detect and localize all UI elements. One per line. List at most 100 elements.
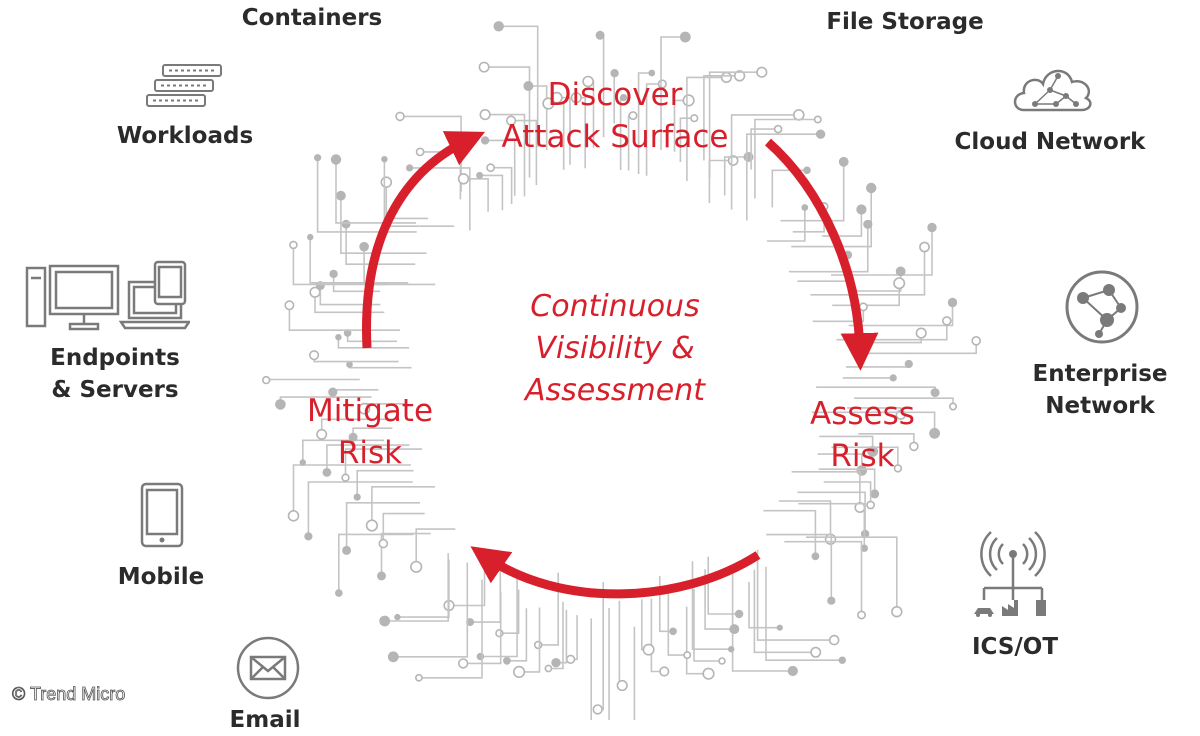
circuit-node bbox=[892, 607, 902, 617]
circuit-trace bbox=[846, 364, 909, 367]
circuit-trace bbox=[348, 333, 397, 341]
circuit-node bbox=[669, 628, 677, 636]
circuit-node bbox=[863, 220, 872, 229]
server-stack-icon bbox=[145, 62, 225, 112]
circuit-trace bbox=[806, 537, 897, 612]
circuit-node bbox=[816, 130, 825, 139]
circuit-trace bbox=[619, 601, 622, 686]
step-assess-line-2: Risk bbox=[790, 435, 935, 477]
circuit-trace bbox=[837, 321, 947, 340]
step-mitigate-line-1: Mitigate bbox=[290, 390, 450, 432]
cloud-network-icon bbox=[1010, 60, 1094, 116]
circuit-node bbox=[811, 648, 820, 657]
ics-ot-antenna-icon bbox=[970, 530, 1060, 620]
circuit-trace bbox=[357, 471, 413, 497]
circuit-node bbox=[406, 164, 413, 171]
circuit-node bbox=[307, 234, 313, 240]
circuit-trace bbox=[766, 535, 831, 601]
circuit-trace bbox=[382, 534, 431, 576]
circuit-node bbox=[394, 614, 400, 620]
step-discover-line-2: Attack Surface bbox=[470, 116, 760, 158]
label-cloud-network: Cloud Network bbox=[945, 126, 1155, 158]
circuit-node bbox=[310, 351, 319, 360]
circuit-node bbox=[314, 154, 321, 161]
circuit-node bbox=[359, 242, 369, 252]
circuit-trace bbox=[519, 608, 539, 672]
circuit-trace bbox=[598, 582, 604, 709]
circuit-node bbox=[477, 653, 485, 661]
circuit-node bbox=[617, 681, 627, 691]
circuit-trace bbox=[464, 179, 489, 212]
circuit-node bbox=[289, 511, 299, 521]
step-assess: Assess Risk bbox=[790, 393, 935, 477]
circuit-node bbox=[551, 658, 560, 667]
circuit-node bbox=[972, 337, 980, 345]
circuit-node bbox=[331, 154, 341, 164]
circuit-trace bbox=[582, 618, 592, 720]
circuit-node bbox=[381, 177, 391, 187]
circuit-trace bbox=[733, 573, 793, 671]
circuit-node bbox=[335, 334, 341, 340]
circuit-trace bbox=[338, 337, 409, 348]
circuit-node bbox=[487, 164, 494, 171]
circuit-trace bbox=[779, 501, 831, 539]
circuit-node bbox=[290, 241, 297, 248]
circuit-node bbox=[896, 267, 906, 277]
label-file-storage: File Storage bbox=[815, 6, 995, 38]
computers-icon bbox=[25, 260, 190, 335]
circuit-node bbox=[379, 616, 390, 627]
circuit-node bbox=[459, 174, 469, 184]
circuit-trace bbox=[315, 292, 384, 312]
circuit-node bbox=[377, 571, 386, 580]
circuit-node bbox=[396, 112, 404, 120]
circuit-node bbox=[920, 242, 929, 251]
circuit-node bbox=[788, 666, 798, 676]
circuit-trace bbox=[499, 590, 518, 634]
circuit-trace bbox=[491, 168, 512, 204]
step-assess-line-1: Assess bbox=[790, 393, 935, 435]
circuit-node bbox=[476, 172, 483, 179]
circuit-node bbox=[684, 652, 690, 658]
circuit-node bbox=[593, 705, 602, 714]
arrow-mitigate-to-discover bbox=[367, 140, 468, 348]
circuit-node bbox=[479, 62, 488, 71]
circuit-node bbox=[866, 183, 876, 193]
circuit-node bbox=[329, 270, 337, 278]
circuit-node bbox=[856, 204, 866, 214]
step-discover-line-1: Discover bbox=[470, 74, 760, 116]
label-enterprise-network-line-1: Enterprise bbox=[1025, 358, 1175, 390]
circuit-node bbox=[729, 624, 739, 634]
circuit-node bbox=[905, 360, 913, 368]
circuit-node bbox=[775, 126, 782, 133]
circuit-trace bbox=[339, 534, 414, 593]
circuit-node bbox=[342, 220, 351, 229]
circuit-trace bbox=[608, 608, 610, 720]
circuit-node bbox=[812, 552, 820, 560]
circuit-node bbox=[777, 625, 783, 631]
circuit-node bbox=[417, 148, 424, 155]
center-title-line-3: Assessment bbox=[500, 370, 730, 412]
circuit-trace bbox=[767, 208, 805, 242]
circuit-node bbox=[728, 646, 734, 652]
circuit-node bbox=[867, 501, 874, 508]
circuit-node bbox=[827, 597, 835, 605]
circuit-trace bbox=[308, 482, 412, 536]
circuit-node bbox=[735, 610, 743, 618]
label-workloads: Workloads bbox=[105, 120, 265, 152]
label-mobile: Mobile bbox=[96, 561, 226, 593]
circuit-trace bbox=[758, 550, 835, 640]
circuit-node bbox=[503, 657, 511, 665]
circuit-node bbox=[643, 644, 653, 654]
circuit-node bbox=[794, 110, 804, 120]
center-title: Continuous Visibility & Assessment bbox=[500, 286, 730, 412]
circuit-node bbox=[839, 657, 846, 664]
step-discover: Discover Attack Surface bbox=[470, 74, 760, 158]
circuit-trace bbox=[266, 380, 360, 381]
circuit-node bbox=[890, 374, 897, 381]
circuit-node bbox=[894, 278, 904, 288]
circuit-node bbox=[381, 156, 387, 162]
label-ics-ot: ICS/OT bbox=[955, 631, 1075, 663]
circuit-trace bbox=[314, 355, 398, 361]
circuit-node bbox=[336, 191, 346, 201]
circuit-node bbox=[304, 532, 312, 540]
